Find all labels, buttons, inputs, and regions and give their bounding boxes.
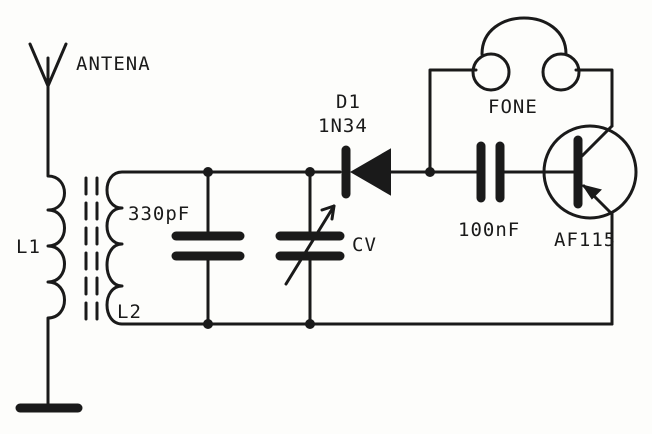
headphones-fone <box>428 16 614 174</box>
diode-part-label: 1N34 <box>318 115 368 137</box>
coil-l2 <box>105 170 614 326</box>
junction-dot <box>203 167 213 177</box>
junction-dot <box>305 167 315 177</box>
capacitor-100nf <box>428 141 576 203</box>
phone-label: FONE <box>488 96 538 118</box>
variable-capacitor-label: CV <box>352 234 377 256</box>
diode-d1 <box>341 145 432 199</box>
antenna-symbol <box>28 42 68 152</box>
antenna-label: ANTENA <box>76 53 151 75</box>
junction-dot <box>203 319 213 329</box>
junction-dot <box>305 319 315 329</box>
coil-l1-label: L1 <box>16 236 41 258</box>
transistor-af115 <box>542 124 638 326</box>
capacitor-100nf-label: 100nF <box>458 219 520 241</box>
coil-l1 <box>46 148 66 410</box>
coil-l2-label: L2 <box>117 301 142 323</box>
capacitor-330pf <box>171 170 245 326</box>
diode-ref-label: D1 <box>336 91 361 113</box>
transistor-label: AF115 <box>554 229 616 251</box>
capacitor-330pf-label: 330pF <box>128 203 190 225</box>
transformer-core <box>84 176 99 328</box>
variable-capacitor-cv <box>275 170 345 326</box>
